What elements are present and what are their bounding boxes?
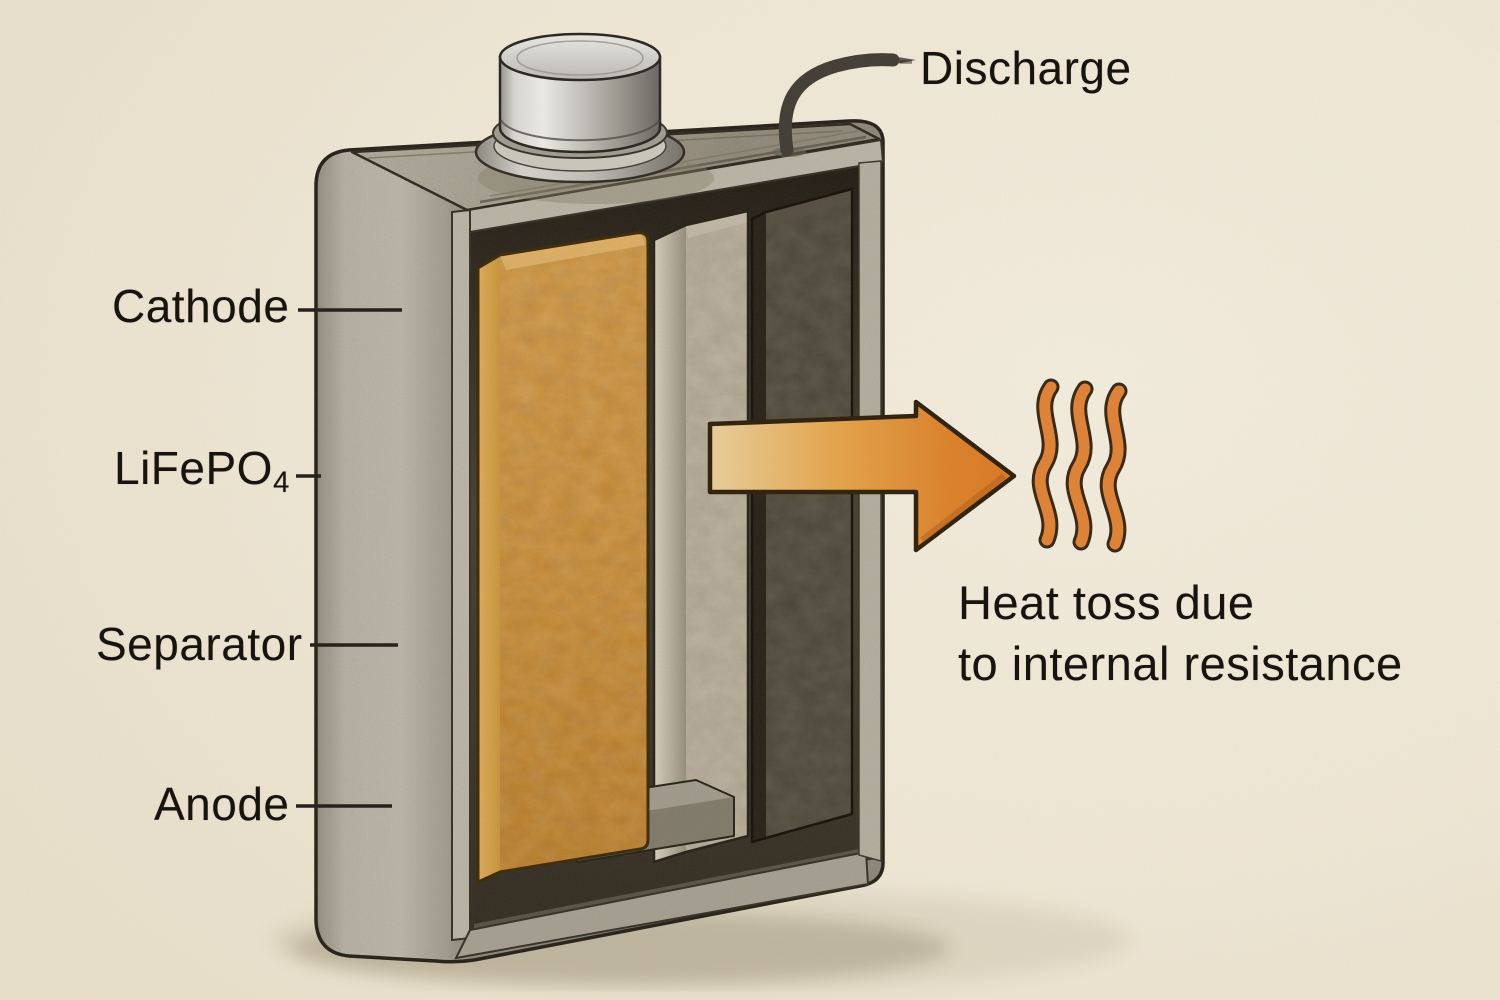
label-separator: Separator: [96, 618, 303, 670]
label-anode: Anode: [154, 778, 290, 830]
label-lifepo4: LiFePO4: [114, 441, 290, 497]
heat-annotation-line-2: to internal resistance: [958, 637, 1403, 691]
label-cathode: Cathode: [112, 280, 290, 332]
heat-annotation-line-1: Heat toss due: [958, 576, 1255, 629]
label-lifepo4-main: LiFePO: [114, 442, 273, 494]
heat-loss-annotation: Heat toss due to internal resistance: [958, 572, 1403, 694]
label-discharge: Discharge: [920, 42, 1132, 94]
label-lifepo4-subscript: 4: [272, 466, 290, 500]
